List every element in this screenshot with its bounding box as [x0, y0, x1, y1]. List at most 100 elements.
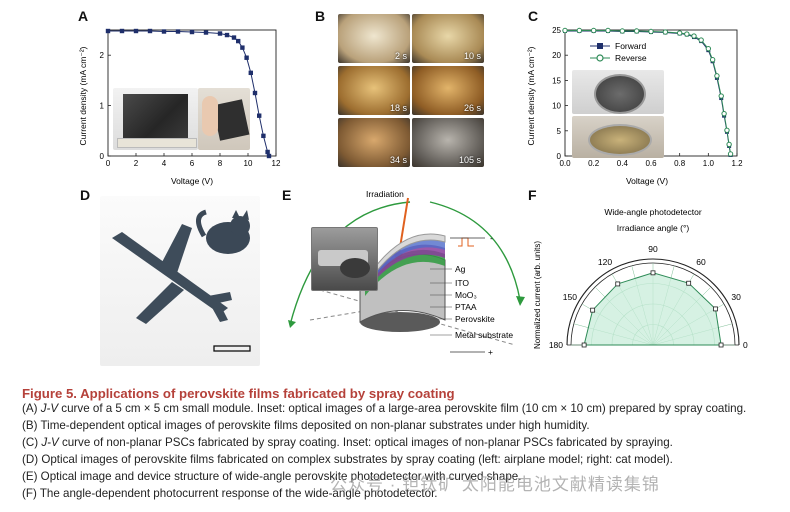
panel-c-reverse-point — [721, 110, 727, 117]
panel-c-reverse-point — [698, 37, 704, 43]
polar-angle-tick-label: 0 — [743, 340, 748, 350]
panel-c-y-axis-label: Current density (mA cm⁻²) — [526, 46, 536, 145]
panel-c-x-tick-label: 0.2 — [588, 159, 600, 168]
panel-c-reverse-point — [590, 27, 597, 34]
panel-c-inset-photo-bottom — [572, 116, 664, 158]
flexible-film — [212, 99, 250, 141]
polar-data-point — [686, 280, 692, 286]
caption-line: (C) J-V curve of non-planar PSCs fabrica… — [22, 436, 673, 449]
hand — [202, 96, 218, 136]
panel-d-photo — [100, 196, 260, 366]
panel-a-data-point — [119, 28, 125, 34]
panel-label-c: C — [528, 8, 539, 24]
panel-a-data-point — [231, 35, 237, 40]
panel-b-frame-photo: 26 s — [412, 66, 484, 115]
caption-line: (A) J-V curve of a 5 cm × 5 cm small mod… — [22, 402, 746, 415]
panel-a-y-tick-label: 1 — [100, 102, 105, 111]
terminal-plus: + — [488, 347, 493, 357]
panel-a-data-point — [261, 133, 266, 139]
airplane-and-cat-models — [112, 209, 251, 352]
panel-f-subtitle: Irradiance angle (°) — [617, 223, 690, 233]
panel-a-data-point — [224, 32, 230, 38]
panel-b-frame-photo: 105 s — [412, 118, 484, 167]
panel-a-inset-film-photo — [113, 88, 198, 150]
caption-text: (B) Time-dependent optical images of per… — [22, 419, 590, 432]
polar-angle-tick-label: 30 — [731, 292, 741, 302]
panel-label-a: A — [78, 8, 89, 24]
panel-c-y-tick-label: 0 — [557, 152, 562, 161]
panel-f-y-axis-label: Normalized current (arb. units) — [533, 241, 542, 349]
panel-b-frame-photo: 34 s — [338, 118, 410, 167]
panel-b-frame-time-label: 26 s — [463, 103, 481, 113]
panel-a-data-point — [175, 29, 181, 34]
panel-a-data-point — [252, 90, 258, 96]
panel-a-data-point — [203, 30, 209, 35]
panel-f-title: Wide-angle photodetector — [604, 207, 702, 217]
legend-forward-marker — [597, 43, 603, 49]
layer-label: PTAA — [455, 302, 477, 312]
panel-e-device-diagram: Irradiation - + AgITOMoO₃PTAAPerovskiteM… — [288, 189, 525, 357]
panel-a-data-point — [257, 113, 262, 118]
panel-c-reverse-point — [676, 30, 683, 36]
panel-b-frame-time-label: 105 s — [458, 155, 481, 165]
panel-c-inset-photo-top — [572, 70, 664, 114]
irradiation-label: Irradiation — [366, 189, 404, 199]
panel-c-reverse-point — [605, 27, 611, 34]
caption-italic: J-V — [40, 402, 59, 415]
device-layers — [359, 233, 446, 332]
panel-b-frame-photo: 10 s — [412, 14, 484, 63]
panel-a-data-point — [240, 45, 245, 50]
panel-c-reverse-point — [714, 73, 720, 79]
panel-a-data-point — [147, 28, 153, 34]
panel-a-y-tick-label: 2 — [100, 51, 105, 60]
layer-label: Perovskite — [455, 314, 495, 324]
caption-italic: J-V — [41, 436, 59, 449]
polar-data-point — [615, 281, 621, 287]
panel-e-inset-photo — [311, 227, 378, 291]
layer-label: MoO₃ — [455, 290, 477, 300]
panel-label-e: E — [282, 187, 292, 203]
polar-data-point — [650, 270, 656, 276]
panel-a-data-point — [248, 70, 253, 76]
panel-c-y-tick-label: 15 — [552, 76, 561, 85]
curved-photodetector — [340, 258, 370, 278]
caption-text: (A) — [22, 402, 41, 415]
panel-a-x-tick-label: 0 — [106, 159, 111, 168]
polar-angle-tick-label: 120 — [598, 257, 612, 267]
panel-a-jv-curve — [108, 30, 270, 157]
panel-b-frame-time-label: 10 s — [463, 51, 481, 61]
polar-response-area — [583, 272, 722, 346]
panel-c-legend: Forward Reverse — [590, 41, 647, 63]
caption-text: (F) The angle-dependent photocurrent res… — [22, 487, 438, 500]
pulse-signal — [458, 237, 474, 247]
panel-a-x-tick-label: 6 — [190, 159, 195, 168]
panel-label-d: D — [80, 187, 91, 203]
panel-c-x-tick-label: 0.4 — [617, 159, 629, 168]
panel-c-x-tick-label: 0.0 — [559, 159, 571, 168]
panel-b-frame-time-label: 2 s — [394, 51, 407, 61]
panel-c-x-tick-label: 1.0 — [703, 159, 715, 168]
panel-a-x-tick-label: 10 — [244, 159, 253, 168]
layer-label: Ag — [455, 264, 466, 274]
panel-a-data-point — [244, 55, 249, 60]
caption-text: (C) — [22, 436, 42, 449]
wechat-watermark: 公众号 · 钽钛矿 太阳能电池文献精读集锦 — [330, 475, 660, 494]
panel-c-reverse-point — [619, 28, 626, 34]
legend-reverse-marker — [596, 54, 604, 62]
layer-label: Metal substrate — [455, 330, 513, 340]
caption-text: curve of a 5 cm × 5 cm small module. Ins… — [58, 402, 747, 415]
legend-reverse-label: Reverse — [615, 53, 647, 63]
panel-a-y-tick-label: 0 — [100, 152, 105, 161]
polar-angle-tick-label: 90 — [648, 244, 658, 254]
panel-a-x-tick-label: 2 — [134, 159, 139, 168]
caption-line: (B) Time-dependent optical images of per… — [22, 419, 590, 432]
panel-f-polar-chart: Wide-angle photodetector Irradiance angl… — [533, 207, 748, 350]
airplane-model — [112, 224, 232, 324]
legend-forward-label: Forward — [615, 41, 646, 51]
panel-c-reverse-point — [705, 45, 712, 52]
panel-label-b: B — [315, 8, 326, 24]
panel-c-reverse-point — [727, 151, 734, 157]
panel-a-data-point — [161, 29, 167, 34]
